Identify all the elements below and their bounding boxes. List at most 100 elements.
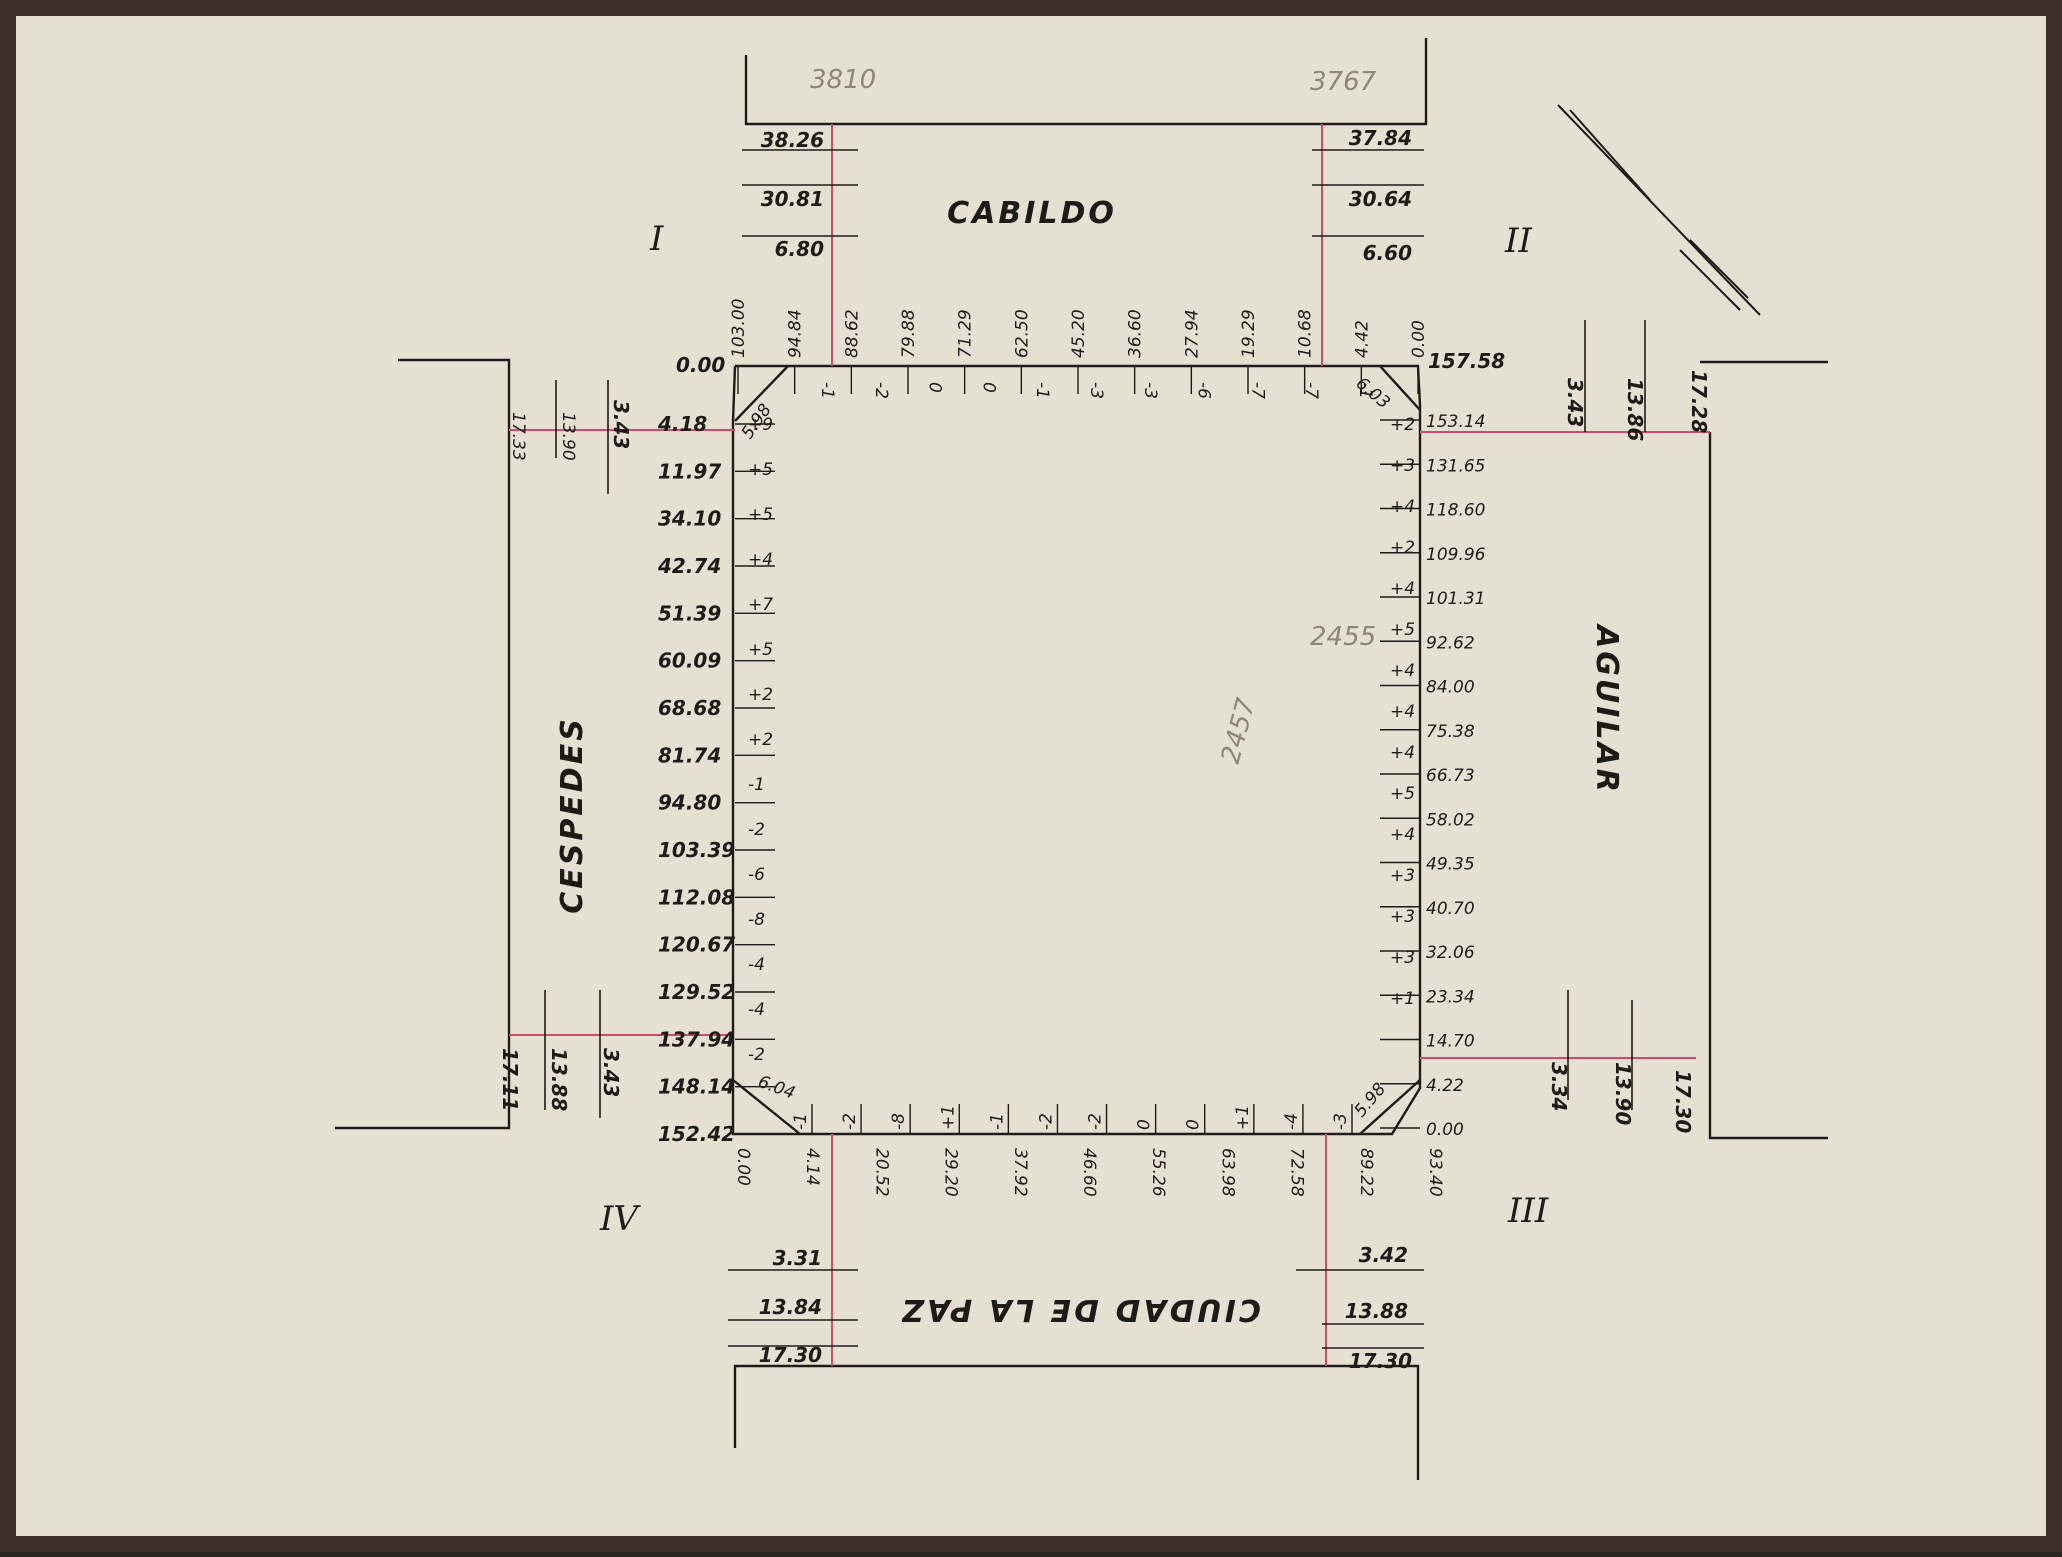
chamfer-top-right: [1379, 365, 1421, 411]
top-right-measure-2: 30.64: [1349, 187, 1412, 211]
top-edge-level: -1: [817, 382, 837, 399]
right-edge-chainage: 153.14: [1426, 412, 1485, 432]
right-top-measure-3: 17.28: [1687, 370, 1711, 433]
bottom-right-measure-3: 17.30: [1349, 1349, 1412, 1373]
left-edge-level: +2: [748, 730, 773, 750]
pencil-note-top-right: 3767: [1310, 67, 1377, 97]
paper: [16, 16, 2046, 1536]
top-edge-chainage: 10.68: [1296, 309, 1316, 358]
left-edge-chainage: 11.97: [658, 459, 721, 483]
right-edge-level: +3: [1390, 948, 1415, 968]
left-edge-level: +5: [748, 505, 773, 525]
left-edge-chainage: 148.14: [658, 1075, 735, 1099]
bottom-edge-chainage: 20.52: [871, 1148, 891, 1197]
right-edge-level: +4: [1390, 661, 1415, 681]
corner-top-right: 157.58: [1428, 349, 1505, 373]
top-edge-level: -2: [871, 382, 891, 399]
bottom-left-measure-2: 13.84: [759, 1295, 822, 1319]
bottom-edge-level: -1: [791, 1113, 811, 1130]
right-edge-chainage: 0.00: [1426, 1120, 1464, 1140]
right-edge-chainage: 84.00: [1426, 678, 1475, 698]
right-top-measure-1: 3.43: [1563, 378, 1587, 427]
top-edge-chainage: 79.88: [899, 309, 919, 358]
bottom-edge-level: -8: [889, 1113, 909, 1130]
bottom-edge-chainage: 46.60: [1079, 1148, 1099, 1197]
right-edge-chainage: 40.70: [1426, 899, 1475, 919]
bottom-edge-level: -2: [1086, 1113, 1106, 1130]
right-edge-chainage: 118.60: [1426, 501, 1485, 521]
right-edge-chainage: 14.70: [1426, 1032, 1475, 1052]
left-edge-chainage: 34.10: [658, 507, 721, 531]
street-name-right: AGUILAR: [1589, 623, 1624, 795]
chamfer-bottom-right: [1359, 1079, 1421, 1135]
bottom-edge-chainage: 37.92: [1010, 1148, 1030, 1197]
bottom-edge-level: -2: [840, 1113, 860, 1130]
bottom-edge-level: -2: [1036, 1113, 1056, 1130]
right-edge-chainage: 75.38: [1426, 722, 1475, 742]
left-bottom-measure-3: 3.43: [599, 1048, 623, 1097]
right-edge-level: +4: [1390, 702, 1415, 722]
right-edge-chainage: 23.34: [1426, 987, 1475, 1007]
bottom-edge-level: -4: [1282, 1113, 1302, 1130]
top-left-measure-3: 6.80: [775, 237, 824, 261]
left-edge-chainage: 94.80: [658, 791, 721, 815]
left-edge-chainage: 4.18: [657, 412, 707, 436]
bottom-edge-level: -1: [987, 1113, 1007, 1130]
quadrant-label-1: I: [649, 219, 664, 259]
top-edge-level: 0: [925, 382, 945, 393]
left-top-measure-3: 3.43: [609, 400, 633, 449]
right-edge-level: +3: [1390, 907, 1415, 927]
left-edge-level: -4: [748, 955, 765, 975]
bottom-edge-chainage: 72.58: [1287, 1148, 1307, 1197]
bottom-edge-chainage: 0.00: [733, 1148, 753, 1186]
top-right-measure-1: 37.84: [1349, 126, 1412, 150]
corner-top-left: 0.00: [676, 353, 725, 377]
right-edge-level: +4: [1390, 497, 1415, 517]
left-edge-level: +5: [748, 640, 773, 660]
right-edge-level: +5: [1390, 620, 1415, 640]
left-edge-chainage: 129.52: [658, 980, 735, 1004]
quadrant-label-3: III: [1507, 1191, 1549, 1231]
right-bottom-measure-2: 13.90: [1611, 1062, 1635, 1125]
quadrant-label-2: II: [1504, 221, 1532, 261]
right-edge-level: +2: [1390, 538, 1415, 558]
right-edge-level: +4: [1390, 743, 1415, 763]
top-edge-level: -3: [1140, 382, 1160, 399]
right-edge-level: +1: [1390, 989, 1415, 1009]
bottom-edge-level: +1: [1233, 1105, 1253, 1130]
left-edge-chainage: 152.42: [658, 1122, 735, 1146]
street-name-bottom: CIUDAD DE LA PAZ: [899, 1292, 1261, 1327]
left-top-measure-2: 13.90: [558, 412, 578, 461]
left-edge-measures: 4.1811.9734.1042.7451.3960.0968.6881.749…: [657, 412, 775, 1146]
bottom-edge-level: 0: [1184, 1119, 1204, 1130]
street-name-top: CABILDO: [947, 196, 1117, 231]
top-edge-level: 0: [978, 382, 998, 393]
left-edge-chainage: 51.39: [658, 601, 721, 625]
left-edge-chainage: 42.74: [657, 554, 721, 578]
top-edge-chainage: 4.42: [1352, 320, 1372, 358]
right-bottom-measure-1: 3.34: [1547, 1062, 1571, 1111]
top-left-measure-1: 38.26: [761, 128, 824, 152]
right-top-measure-2: 13.86: [1623, 378, 1647, 441]
top-edge-chainage: 36.60: [1126, 309, 1146, 358]
right-edge-level: +3: [1390, 456, 1415, 476]
left-edge-chainage: 81.74: [658, 743, 721, 767]
pencil-note-center-right: 2455: [1310, 622, 1376, 652]
top-edge-level: -7: [1301, 382, 1321, 399]
top-left-measure-2: 30.81: [761, 187, 824, 211]
north-arrow: [1557, 104, 1761, 316]
left-edge-level: +7: [748, 595, 773, 615]
right-edge-level: +4: [1390, 579, 1415, 599]
top-edge-level: -7: [1247, 382, 1267, 399]
pencil-note-top-left: 3810: [810, 65, 876, 95]
top-edge-chainage: 94.84: [786, 309, 806, 358]
bottom-right-measure-1: 3.42: [1359, 1243, 1408, 1267]
right-edge-level: +3: [1390, 866, 1415, 886]
left-edge-chainage: 112.08: [658, 885, 735, 909]
right-edge-chainage: 131.65: [1426, 456, 1485, 476]
right-edge-chainage: 92.62: [1426, 633, 1475, 653]
right-edge-chainage: 109.96: [1426, 545, 1486, 565]
